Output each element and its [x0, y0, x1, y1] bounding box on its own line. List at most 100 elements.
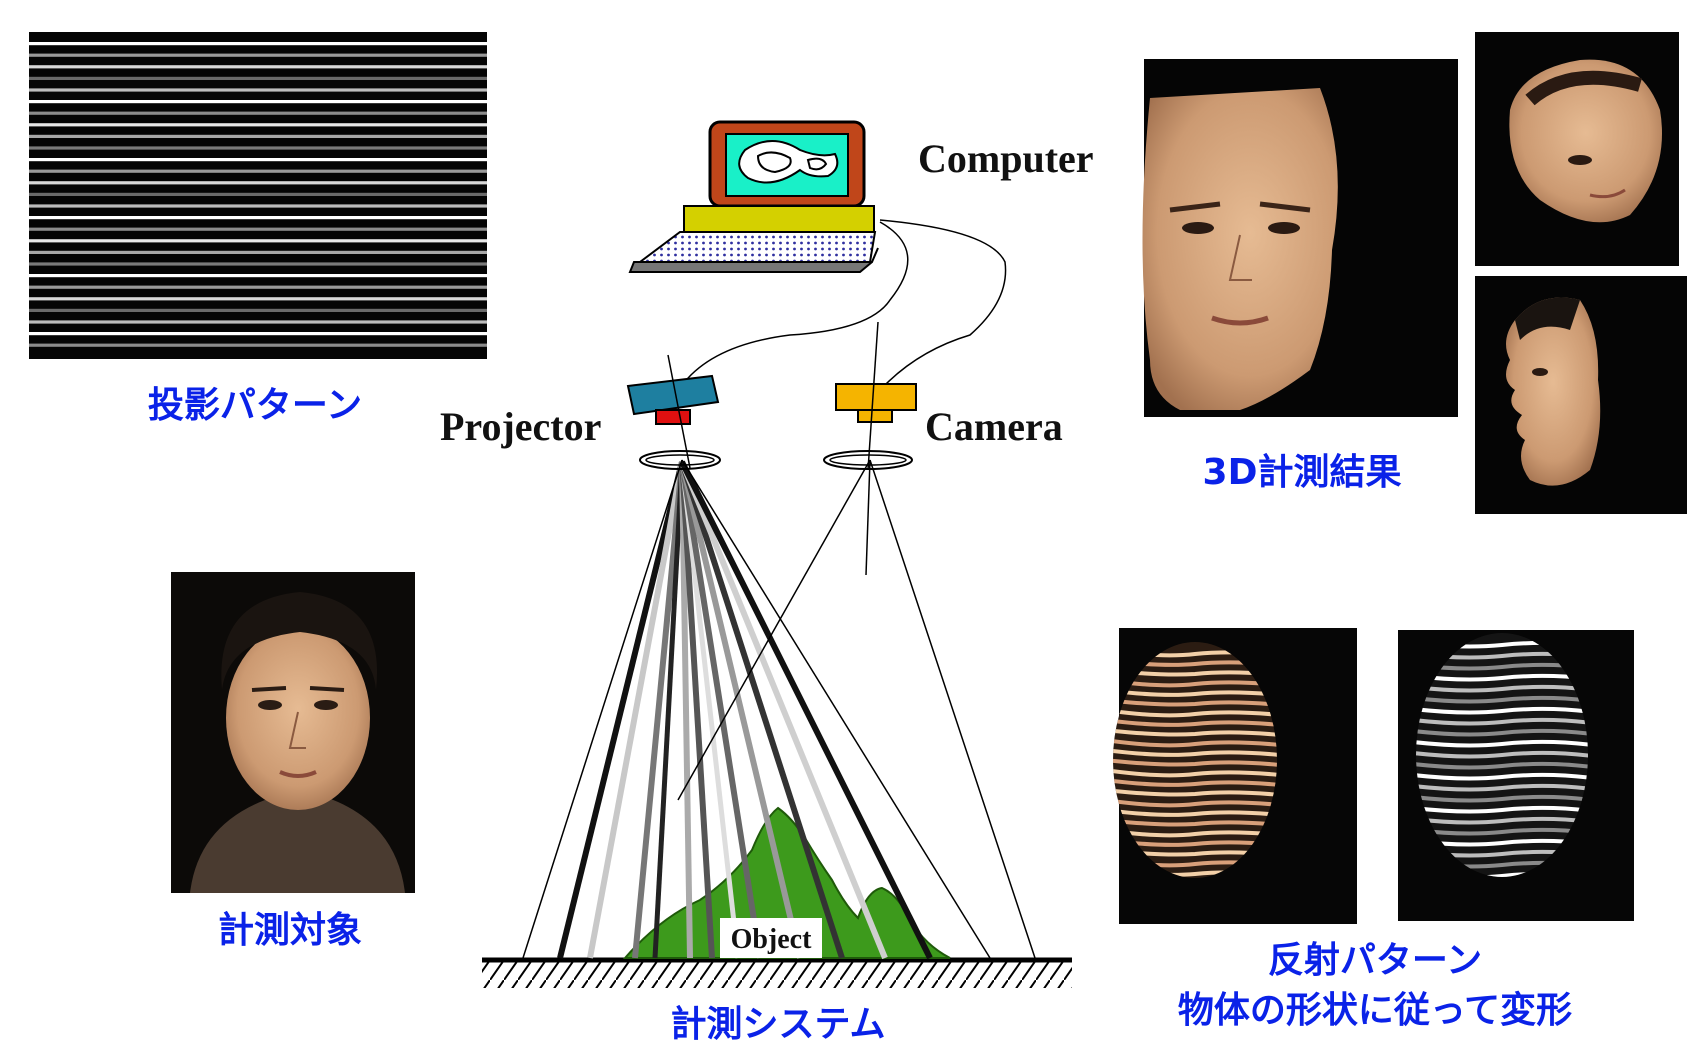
stripe — [29, 169, 487, 173]
projector-beam — [679, 461, 803, 959]
reflected-stripe — [1416, 816, 1588, 825]
reflected-stripe — [1113, 698, 1277, 708]
stripe — [29, 42, 487, 46]
reflected-stripe — [1113, 768, 1277, 778]
camera-view-line-right — [869, 459, 1036, 959]
reflected-pattern-color-image — [1113, 628, 1357, 924]
reflected-stripe — [1113, 728, 1277, 738]
stripe — [29, 192, 487, 196]
reflected-stripe — [1416, 739, 1588, 748]
reflected-stripe — [1113, 778, 1277, 788]
projector-beam — [679, 461, 763, 959]
stripe — [29, 274, 487, 278]
projection-stripes — [29, 42, 487, 347]
reflected-stripe — [1113, 718, 1277, 728]
stripe — [29, 343, 487, 347]
stripe — [29, 297, 487, 301]
projector-beam — [679, 460, 888, 960]
projector-beam — [679, 461, 693, 959]
reflected-stripe — [1113, 818, 1277, 828]
computer-label: Computer — [918, 136, 1094, 181]
computer-icon — [628, 120, 879, 273]
reflected-stripe — [1113, 688, 1277, 698]
projection-pattern-image — [29, 32, 487, 359]
camera-label: Camera — [925, 404, 1063, 449]
stripe — [29, 111, 487, 115]
reflected-stripe — [1416, 695, 1588, 704]
stripe — [29, 158, 487, 162]
stripe — [29, 76, 487, 80]
stripe — [29, 332, 487, 336]
measurement-system: Computer Projector Camera Object — [440, 120, 1094, 988]
projector-beam — [632, 461, 685, 959]
reflected-stripe — [1113, 758, 1277, 768]
stripe — [29, 285, 487, 289]
projector-label: Projector — [440, 404, 601, 449]
projector-outer-right — [681, 459, 991, 959]
result-3d-caption: 3D計測結果 — [1203, 452, 1402, 493]
reflected-stripe — [1416, 805, 1588, 814]
reflected-pattern-gray-image — [1398, 630, 1634, 921]
projector-outer-left — [522, 459, 683, 959]
cable-to-projector — [679, 221, 909, 389]
stripe — [29, 239, 487, 243]
reflected-stripe — [1416, 728, 1588, 737]
reflected-stripe — [1416, 783, 1588, 792]
stripe — [29, 100, 487, 104]
reflected-stripe — [1113, 708, 1277, 718]
projector-beam — [557, 461, 685, 959]
reflected-stripe — [1416, 706, 1588, 715]
measurement-system-caption: 計測システム — [671, 1004, 886, 1045]
cable-to-camera — [879, 219, 1007, 386]
stripe — [29, 65, 487, 69]
projector-beam — [679, 461, 741, 959]
ground-hatching — [482, 962, 1072, 988]
stripe — [29, 250, 487, 254]
reflected-stripe — [1113, 748, 1277, 758]
stripe — [29, 181, 487, 185]
reflected-stripe — [1113, 738, 1277, 748]
stripe — [29, 53, 487, 57]
projector-beams — [557, 460, 933, 960]
subject-photo — [171, 572, 415, 893]
stripe — [29, 123, 487, 127]
camera-axis-line — [865, 459, 871, 576]
camera-icon — [823, 321, 917, 471]
result-3d-front-image — [1142, 59, 1458, 417]
reflected-stripe — [1416, 794, 1588, 803]
projection-pattern-caption: 投影パターン — [148, 385, 362, 426]
reflected-stripe — [1113, 788, 1277, 798]
reflected-stripe — [1416, 684, 1588, 693]
stripe — [29, 146, 487, 150]
reflected-pattern-caption-line2: 物体の形状に従って変形 — [1178, 989, 1572, 1031]
object-label-background — [720, 918, 822, 958]
projector-icon — [626, 354, 721, 470]
stripe — [29, 216, 487, 220]
stripe — [29, 227, 487, 231]
reflected-stripe — [1416, 772, 1588, 781]
projector-beam — [679, 460, 933, 960]
projector-beam — [587, 461, 685, 959]
stripe — [29, 204, 487, 208]
stripe — [29, 88, 487, 92]
stripe — [29, 262, 487, 266]
result-3d-tilted-image — [1475, 32, 1679, 266]
projector-beam — [652, 461, 685, 959]
stripe — [29, 308, 487, 312]
reflected-stripe — [1416, 717, 1588, 726]
reflected-stripe — [1416, 750, 1588, 759]
reflected-stripe — [1416, 761, 1588, 770]
measurement-target-caption: 計測対象 — [218, 910, 362, 951]
camera-view-line-left — [677, 459, 871, 801]
result-3d-profile-image — [1475, 276, 1687, 514]
reflected-stripe — [1113, 798, 1277, 808]
object-label: Object — [731, 924, 813, 955]
projector-beam — [679, 461, 845, 959]
stripe — [29, 320, 487, 324]
reflected-stripe — [1113, 828, 1277, 838]
stripe — [29, 134, 487, 138]
reflected-stripe — [1113, 808, 1277, 818]
projector-beam — [679, 461, 715, 959]
reflected-pattern-caption-line1: 反射パターン — [1268, 940, 1482, 981]
